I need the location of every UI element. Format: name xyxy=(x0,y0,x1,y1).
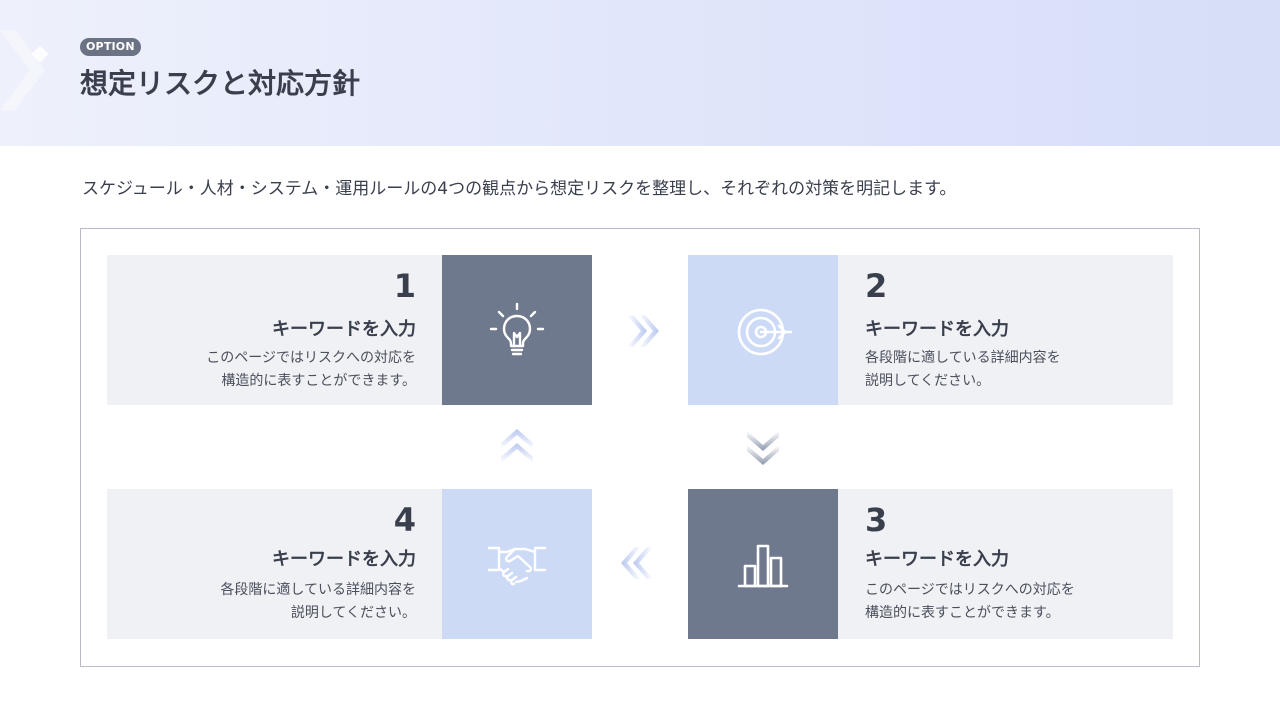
chevron-decoration-icon xyxy=(0,30,49,110)
handshake-icon xyxy=(487,546,547,586)
step-4-icon-tile xyxy=(442,489,592,639)
step-3-icon-tile xyxy=(688,489,838,639)
process-frame: 1 キーワードを入力 このページではリスクへの対応を 構造的に表すことができます… xyxy=(80,228,1200,667)
step-3-number: 3 xyxy=(865,501,888,539)
step-4-description: 各段階に適している詳細内容を 説明してください。 xyxy=(220,582,416,621)
arrow-right-icon xyxy=(627,315,659,347)
step-2-icon-tile xyxy=(688,255,838,405)
step-4-number: 4 xyxy=(393,501,416,539)
target-icon xyxy=(737,308,793,356)
step-4-card: 4 キーワードを入力 各段階に適している詳細内容を 説明してください。 xyxy=(107,489,442,639)
header-banner: OPTION 想定リスクと対応方針 xyxy=(0,0,1280,146)
arrow-up-icon xyxy=(501,429,533,463)
step-3-description: このページではリスクへの対応を 構造的に表すことができます。 xyxy=(865,582,1075,621)
step-2-description: 各段階に適している詳細内容を 説明してください。 xyxy=(865,350,1061,389)
arrow-down-icon xyxy=(747,431,779,465)
step-1-card: 1 キーワードを入力 このページではリスクへの対応を 構造的に表すことができます… xyxy=(107,255,442,405)
step-3-keyword: キーワードを入力 xyxy=(865,549,1009,570)
step-2-keyword: キーワードを入力 xyxy=(865,319,1009,340)
option-badge: OPTION xyxy=(80,38,141,56)
step-2-number: 2 xyxy=(865,267,888,305)
step-1-icon-tile xyxy=(442,255,592,405)
intro-text: スケジュール・人材・システム・運用ルールの4つの観点から想定リスクを整理し、それ… xyxy=(82,179,957,199)
step-4-keyword: キーワードを入力 xyxy=(272,549,416,570)
step-1-description: このページではリスクへの対応を 構造的に表すことができます。 xyxy=(206,350,416,389)
step-3-card: 3 キーワードを入力 このページではリスクへの対応を 構造的に表すことができます… xyxy=(838,489,1173,639)
bar-chart-icon xyxy=(737,544,789,588)
step-2-card: 2 キーワードを入力 各段階に適している詳細内容を 説明してください。 xyxy=(838,255,1173,405)
arrow-left-icon xyxy=(621,547,653,579)
step-1-number: 1 xyxy=(393,267,416,305)
step-1-keyword: キーワードを入力 xyxy=(272,319,416,340)
page-title: 想定リスクと対応方針 xyxy=(80,67,361,100)
lightbulb-icon xyxy=(489,302,545,356)
